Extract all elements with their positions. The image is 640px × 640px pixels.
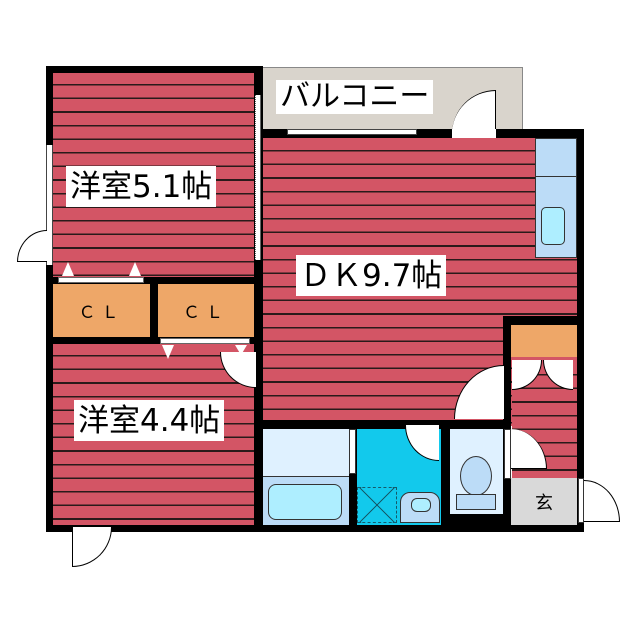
wall-right xyxy=(577,129,584,532)
wall-bath-wash xyxy=(349,429,357,525)
kitchen-sink-icon xyxy=(541,207,565,245)
dining-kitchen-label: ＤＫ9.7帖 xyxy=(296,255,447,296)
western-room-1-label: 洋室5.1帖 xyxy=(66,166,217,207)
bath-door[interactable] xyxy=(349,429,356,474)
closet-2: ＣＬ xyxy=(158,284,254,337)
closet-hinge-icon xyxy=(235,345,247,355)
wall-bottom xyxy=(46,525,584,532)
wall-closets-divider xyxy=(150,277,158,343)
wall-wash-toilet xyxy=(441,420,450,532)
exterior-door-left[interactable] xyxy=(17,230,47,262)
wall-left xyxy=(46,66,53,532)
closet-2-door[interactable] xyxy=(160,338,250,344)
kitchen-counter-divider xyxy=(535,176,577,177)
toilet-tank-icon xyxy=(456,494,496,510)
closet-hinge-icon xyxy=(162,345,174,359)
wall-toilet-bottom xyxy=(441,514,511,532)
closet-hinge-icon xyxy=(62,262,74,276)
toilet-door[interactable] xyxy=(504,429,511,479)
wall-top-dk xyxy=(254,129,584,138)
entrance-door[interactable] xyxy=(578,478,584,523)
wall-center-vertical xyxy=(254,66,263,532)
closet-1-door[interactable] xyxy=(58,277,144,283)
wall-top-left xyxy=(46,66,262,73)
closet-hinge-icon xyxy=(129,262,141,276)
balcony-label: バルコニー xyxy=(276,80,434,114)
western-room-2-label: 洋室4.4帖 xyxy=(74,400,225,441)
wall-hall-left xyxy=(503,316,511,532)
entrance-door-swing xyxy=(584,480,620,522)
window-center xyxy=(255,95,261,260)
washing-machine-pan-icon xyxy=(357,487,397,523)
washbasin-icon xyxy=(400,492,440,523)
toilet-bowl-icon xyxy=(460,456,492,496)
closet-1: ＣＬ xyxy=(53,284,150,337)
balcony-window xyxy=(287,129,417,135)
hall-closet xyxy=(511,325,577,357)
entrance-label: 玄 xyxy=(535,492,553,514)
closet-2-label: ＣＬ xyxy=(183,303,229,323)
closet-1-label: ＣＬ xyxy=(78,303,125,323)
entrance: 玄 xyxy=(511,478,577,525)
bathtub-icon xyxy=(268,484,342,520)
balcony-door-opening xyxy=(452,129,496,138)
window-left xyxy=(46,145,53,265)
wall-bath-top xyxy=(254,420,511,429)
exterior-door-bottom[interactable] xyxy=(72,527,112,567)
wall-hall-closet xyxy=(503,316,584,325)
washbasin-bowl-icon xyxy=(411,498,431,512)
